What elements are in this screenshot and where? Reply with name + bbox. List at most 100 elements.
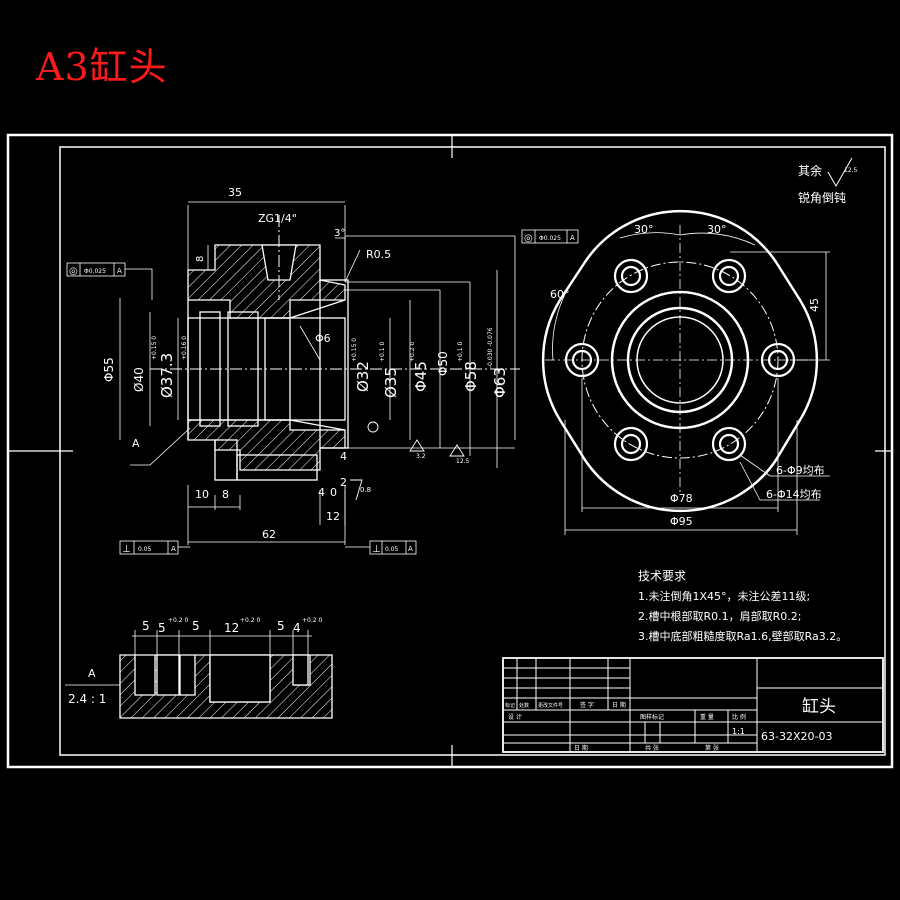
- detail-dim-5b: 5: [158, 621, 166, 635]
- tech-item-2: 2.槽中根部取R0.1，肩部取R0.2;: [638, 609, 801, 623]
- dim-8b: 8: [222, 488, 229, 501]
- tb-label-change: 更改文件号: [538, 702, 563, 709]
- dim-zg: ZG1/4": [258, 212, 297, 225]
- tb-part-name: 缸头: [802, 696, 836, 717]
- tech-heading: 技术要求: [638, 569, 686, 583]
- tb-label-scale: 比 例: [732, 713, 746, 721]
- tol3-value: 0.05: [138, 546, 152, 553]
- tb-label-mark: 标记: [505, 702, 515, 709]
- tol2-ref: A: [570, 234, 575, 242]
- dim-60: 60°: [550, 288, 570, 301]
- roughness-symbol: [827, 157, 853, 188]
- dim-35: 35: [228, 186, 242, 199]
- tol-phi35: +0.1 0: [379, 342, 386, 362]
- detail-scale: 2.4 : 1: [68, 692, 106, 706]
- dim-8: 8: [195, 256, 206, 262]
- tol4-symbol: ⊥: [372, 544, 381, 555]
- tb-label-date: 日 期: [612, 701, 626, 709]
- dim-10: 10: [195, 488, 209, 501]
- dim-45: 45: [808, 298, 821, 312]
- tol-phi45: +0.2 0: [409, 342, 416, 362]
- title-block-labels: 标记 处数 更改文件号 签 字 日 期 设 计 图样标记 重 量 比 例 日 期…: [505, 696, 836, 752]
- inner-border: [59, 146, 886, 756]
- dim-phi45: Φ45: [412, 361, 430, 392]
- tb-scale-value: 1:1: [732, 727, 745, 736]
- section-view: 35 ZG1/4" 3° R0.5 8 Φ55 Ø40 +0.15 0 Ø37.…: [66, 186, 579, 555]
- detail-dim-12: 12: [224, 621, 239, 635]
- flange-view: 30° 30° 60° 45 Φ78 Φ95 6-Φ9均布 6-Φ14均布: [541, 209, 830, 535]
- dim-phi95: Φ95: [670, 515, 693, 528]
- tol-phi37: +0.16 0: [181, 336, 188, 360]
- section-hatch-lower: [187, 419, 346, 471]
- tb-label-sheet: 第 张: [705, 744, 719, 752]
- detail-view: 5 5 +0.2 0 5 12 +0.2 0 5 4 +0.2 0 A 2.4 …: [65, 617, 333, 719]
- technical-requirements: 技术要求 1.未注倒角1X45°，未注公差11级; 2.槽中根部取R0.1，肩部…: [638, 569, 847, 643]
- tol1-ref: A: [117, 267, 122, 275]
- tol2-value: Φ0.025: [539, 235, 561, 242]
- dim-62: 62: [262, 528, 276, 541]
- tb-label-sheets: 共 张: [645, 744, 659, 752]
- dim-12: 12: [326, 510, 340, 523]
- dim-phi32: Ø32: [354, 361, 372, 392]
- dim-4b: 4: [318, 486, 325, 499]
- dim-0: 0: [330, 486, 337, 499]
- outer-border: [6, 133, 894, 769]
- dim-phi35: Ø35: [382, 367, 400, 398]
- tb-label-count: 处数: [519, 702, 529, 709]
- dim-2: 2: [340, 476, 347, 489]
- dim-30-left: 30°: [634, 223, 654, 236]
- roughness-value: 12.5: [844, 167, 858, 174]
- title-block: [502, 657, 884, 753]
- holes-note-1: 6-Φ9均布: [776, 464, 825, 477]
- tb-label-drawing-mark: 图样标记: [640, 713, 664, 721]
- tol4-ref: A: [408, 545, 413, 553]
- dim-phi78: Φ78: [670, 492, 693, 505]
- dim-phi58: Φ58: [462, 361, 480, 392]
- detail-label: A: [88, 667, 96, 680]
- roughness-c: 12.5: [456, 458, 470, 465]
- dim-r05: R0.5: [366, 248, 391, 261]
- bolt-holes: [564, 258, 796, 462]
- tol1-symbol: ◎: [69, 266, 78, 277]
- tol-frame-3: [119, 540, 190, 555]
- datum-label: A: [132, 437, 140, 450]
- roughness-b: 3.2: [416, 453, 426, 460]
- surface-label: 其余: [798, 163, 822, 178]
- sheet-title: A3缸头: [36, 45, 168, 89]
- detail-tol-b: +0.2 0: [240, 617, 260, 624]
- dim-30-right: 30°: [707, 223, 727, 236]
- tol4-value: 0.05: [385, 546, 399, 553]
- detail-tol-c: +0.2 0: [302, 617, 322, 624]
- dim-phi55: Φ55: [102, 357, 116, 382]
- holes-note-2: 6-Φ14均布: [766, 488, 822, 501]
- dim-phi6: Φ6: [315, 332, 331, 345]
- detail-dim-4: 4: [293, 621, 301, 635]
- detail-dim-5c: 5: [192, 619, 200, 633]
- tol-frame-1: [66, 262, 153, 300]
- dim-phi37: Ø37.3: [158, 353, 176, 398]
- detail-dim-5d: 5: [277, 619, 285, 633]
- tb-label-weight: 重 量: [700, 713, 714, 721]
- tol-phi58: +0.1 0: [457, 342, 464, 362]
- roughness-a: 0.8: [360, 486, 371, 494]
- tol3-symbol: ⊥: [122, 544, 131, 555]
- tb-label-date2: 日 期: [574, 744, 588, 752]
- tol2-symbol: ◎: [524, 233, 533, 244]
- dim-phi50: Φ50: [436, 351, 450, 376]
- detail-dim-5a: 5: [142, 619, 150, 633]
- tech-item-1: 1.未注倒角1X45°，未注公差11级;: [638, 589, 810, 603]
- tech-item-3: 3.槽中底部粗糙度取Ra1.6,壁部取Ra3.2。: [638, 629, 847, 643]
- tb-drawing-number: 63-32X20-03: [761, 730, 832, 743]
- dim-phi40: Ø40: [132, 367, 146, 392]
- detail-tol-a: +0.2 0: [168, 617, 188, 624]
- tol-phi63: -0.030 -0.076: [487, 327, 494, 368]
- tol-frame-2: [521, 229, 579, 244]
- surface-note: 锐角倒钝: [798, 191, 846, 205]
- tol-frame-4: [345, 540, 417, 555]
- centering-marks: [8, 135, 892, 767]
- tol-phi40: +0.15 0: [151, 336, 158, 360]
- tb-label-sign: 签 字: [580, 701, 594, 709]
- dim-phi63: Φ63: [491, 367, 509, 398]
- tol3-ref: A: [171, 545, 176, 553]
